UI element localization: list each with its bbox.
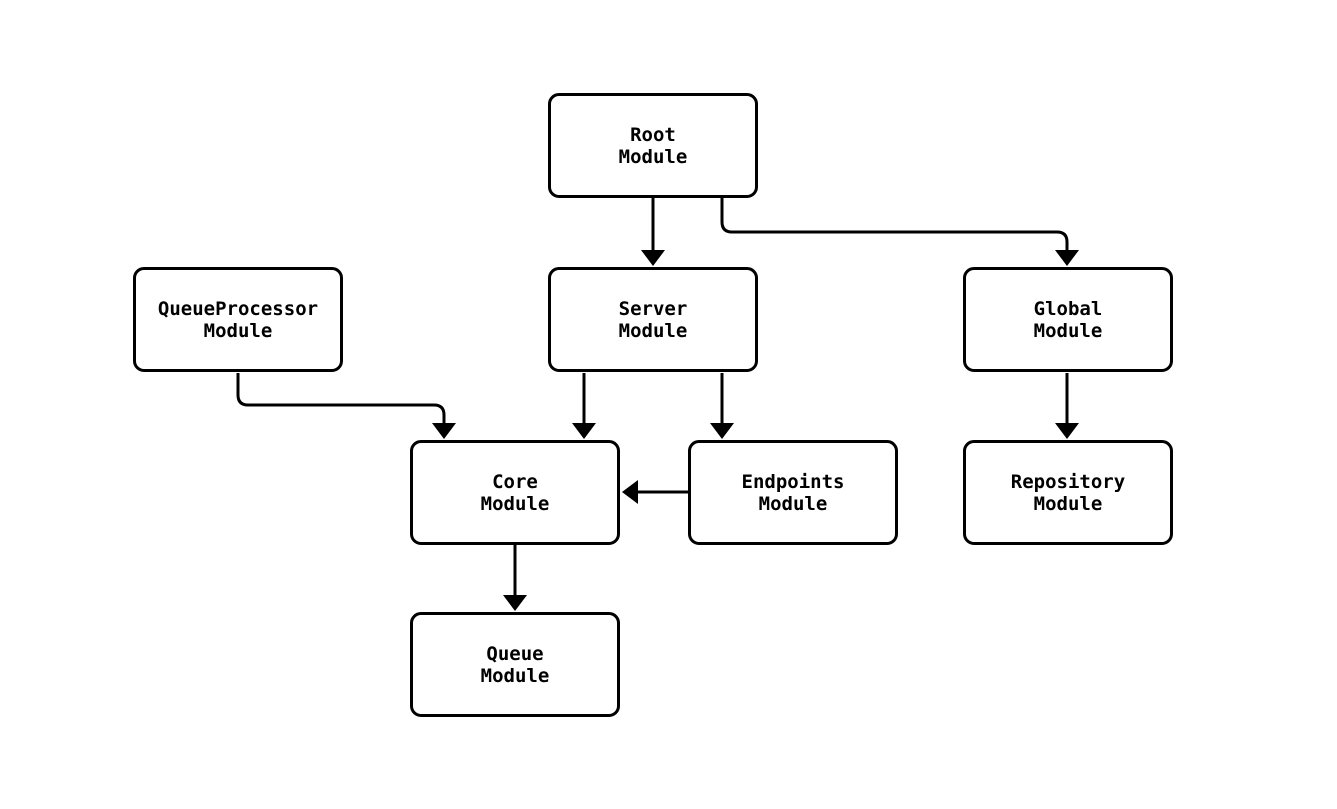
edge-root-to-global	[720, 198, 1079, 266]
node-core-module: Core Module	[410, 440, 620, 545]
node-label-line1: Queue	[486, 642, 544, 665]
node-endpoints-module: Endpoints Module	[688, 440, 898, 545]
node-label-line1: Global	[1033, 297, 1103, 320]
node-label-line1: Server	[618, 297, 688, 320]
node-label-line2: Module	[203, 319, 273, 342]
node-label-line2: Module	[618, 145, 688, 168]
node-label-line1: QueueProcessor	[157, 297, 319, 320]
node-label-line2: Module	[618, 319, 688, 342]
node-queueprocessor-module: QueueProcessor Module	[133, 267, 343, 372]
node-label-line2: Module	[1033, 492, 1103, 515]
node-queue-module: Queue Module	[410, 612, 620, 717]
node-label-line2: Module	[480, 664, 550, 687]
node-label-line1: Endpoints	[741, 470, 845, 493]
node-global-module: Global Module	[963, 267, 1173, 372]
node-label-line2: Module	[1033, 319, 1103, 342]
node-label-line1: Core	[492, 470, 538, 493]
node-label-line2: Module	[758, 492, 828, 515]
node-label-line1: Root	[630, 123, 676, 146]
node-repository-module: Repository Module	[963, 440, 1173, 545]
edge-queueprocessor-to-core	[236, 373, 456, 439]
node-label-line1: Repository	[1010, 470, 1126, 493]
node-label-line2: Module	[480, 492, 550, 515]
node-root-module: Root Module	[548, 93, 758, 198]
node-server-module: Server Module	[548, 267, 758, 372]
